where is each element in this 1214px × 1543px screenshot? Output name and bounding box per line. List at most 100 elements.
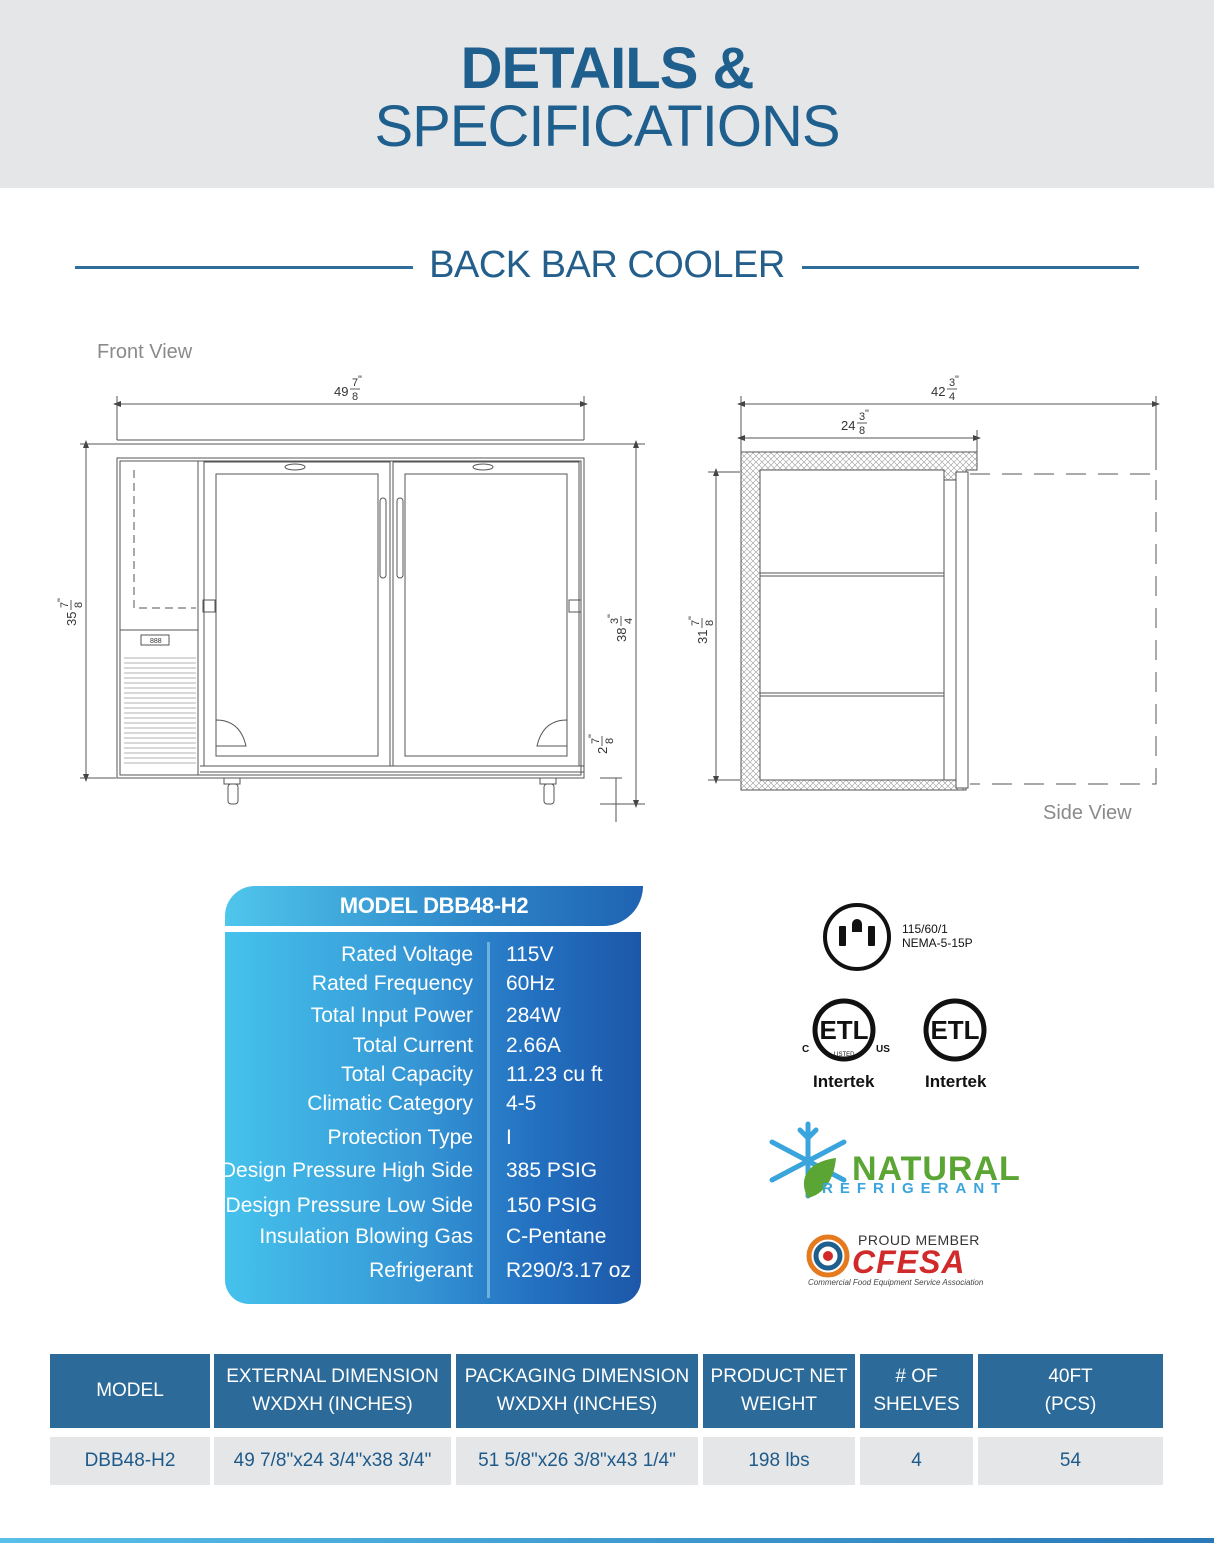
model-heading: MODEL DBB48-H2 [339,893,529,918]
spec-value: 60Hz [506,972,556,995]
svg-text:ETL: ETL [930,1015,979,1045]
front-width-whole: 49 [334,384,348,399]
svg-text:7: 7 [59,602,71,608]
spec-value: 115V [506,943,554,966]
spec-label: Refrigerant [369,1259,473,1282]
svg-text:C: C [802,1044,809,1055]
cfesa-full-name: Commercial Food Equipment Service Associ… [808,1278,984,1287]
technical-drawings: 49 7 " 8 35 7 " 8 38 3 " 4 2 7 " 8 888 4… [56,374,1160,822]
svg-text:": " [587,734,599,738]
front-view-drawing [80,396,645,822]
svg-text:8: 8 [604,738,616,744]
bottom-accent-bar [0,1538,1214,1543]
spec-row: Design Pressure High Side 385 PSIG [221,1159,641,1189]
svg-text:": " [606,614,618,618]
table-cell-packaging: 51 5/8"x26 3/8"x43 1/4" [456,1437,698,1485]
spec-row: Total Input Power 284W [225,1004,641,1034]
svg-text:7: 7 [590,738,602,744]
front-width-num: 7 [352,377,358,389]
front-total-height-whole: 38 [614,628,629,642]
spec-row: Refrigerant R290/3.17 oz [225,1259,641,1289]
spec-label: Total Input Power [310,1004,473,1027]
spec-row: Climatic Category 4-5 [225,1092,641,1122]
svg-text:3: 3 [859,411,865,423]
side-depth-total-whole: 42 [931,384,945,399]
page-title-line2: SPECIFICATIONS [374,94,840,159]
section-rule-right [802,266,1139,269]
intertek-label-left: Intertek [813,1072,875,1091]
section-title: BACK BAR COOLER [429,244,785,286]
spec-label: Rated Voltage [341,943,473,966]
etl-icon: ETL [923,998,987,1062]
spec-value: 385 PSIG [506,1159,598,1182]
svg-text:4: 4 [623,618,635,624]
spec-card-body [225,932,641,1304]
table-cell-model: DBB48-H2 [50,1437,210,1485]
table-header-40ft: 40FT(PCS) [978,1354,1163,1428]
side-height-whole: 31 [695,630,710,644]
spec-label: Total Capacity [341,1063,473,1086]
svg-text:": " [687,616,699,620]
table-cell-external: 49 7/8"x24 3/4"x38 3/4" [214,1437,451,1485]
spec-label: Protection Type [327,1126,473,1149]
intertek-label-right: Intertek [925,1072,987,1091]
spec-label: Design Pressure Low Side [225,1194,473,1217]
spec-label: Insulation Blowing Gas [259,1225,473,1248]
spec-card-header: MODEL DBB48-H2 [225,886,643,926]
header-banner [0,0,1214,188]
spec-value: 150 PSIG [506,1194,598,1217]
spec-row: Protection Type I [225,1126,641,1156]
spec-row: Total Current 2.66A [225,1034,641,1064]
side-view-label: Side View [1043,802,1132,824]
spec-label: Design Pressure High Side [220,1159,473,1182]
refrigerant-word: REFRIGERANT [822,1180,1008,1197]
page-title-line1: DETAILS & [460,36,755,101]
spec-row: Insulation Blowing Gas C-Pentane [225,1225,641,1255]
spec-row: Design Pressure Low Side 150 PSIG [225,1194,641,1224]
plug-rating: 115/60/1 NEMA-5-15P [902,922,973,950]
svg-text:8: 8 [73,602,85,608]
spec-value: I [506,1126,512,1149]
spec-value: 4-5 [506,1092,537,1115]
proud-member-text: PROUD MEMBER [858,1232,980,1248]
nema-plug-icon [823,903,891,971]
spec-row: Rated Voltage 115V [225,943,641,973]
svg-text:8: 8 [859,425,865,437]
snowflake-leaf-icon [769,1121,847,1199]
front-width-den: 8 [352,391,358,403]
spec-label: Total Current [352,1034,473,1057]
side-view-drawing [708,396,1160,791]
svg-text:": " [955,374,959,386]
etl-listed-c-us-icon: ETL C US LISTED [802,998,890,1062]
svg-text:": " [865,408,869,420]
table-cell-shelves: 4 [860,1437,973,1485]
svg-text:7: 7 [690,620,702,626]
table-cell-40ft: 54 [978,1437,1163,1485]
cfesa-swirl-icon [806,1234,850,1278]
spec-value: C-Pentane [506,1225,607,1248]
front-leg-whole: 2 [595,747,610,754]
table-cell-weight: 198 lbs [703,1437,855,1485]
front-height-whole: 35 [64,612,79,626]
spec-label: Climatic Category [307,1092,473,1115]
spec-divider [487,942,490,1298]
spec-value: R290/3.17 oz [506,1259,631,1282]
svg-text:": " [56,598,68,602]
front-view-label: Front View [97,341,193,363]
table-header-model: MODEL [50,1354,210,1428]
svg-text:4: 4 [949,391,955,403]
svg-text:8: 8 [704,620,716,626]
natural-word: NATURAL [852,1150,1021,1188]
spec-value: 284W [506,1004,561,1027]
svg-text:US: US [876,1044,890,1055]
svg-text:3: 3 [609,618,621,624]
svg-text:ETL: ETL [819,1015,868,1045]
section-rule-left [75,266,413,269]
side-depth-cabinet-whole: 24 [841,418,855,433]
spec-value: 2.66A [506,1034,561,1057]
